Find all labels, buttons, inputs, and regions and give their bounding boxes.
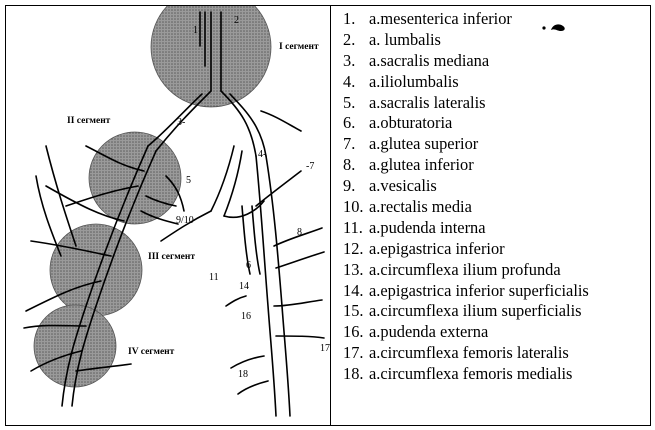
legend-item: 10.a.rectalis media <box>343 197 589 218</box>
legend-number: 14. <box>343 281 369 302</box>
label-9-10: 9/10 <box>176 215 194 226</box>
label-6: 6 <box>246 260 251 271</box>
legend-text: a.rectalis media <box>369 197 472 216</box>
segment-shading <box>34 6 271 387</box>
legend-text: a.glutea superior <box>369 134 478 153</box>
legend-item: 7.a.glutea superior <box>343 134 589 155</box>
legend-number: 16. <box>343 322 369 343</box>
legend-number: 8. <box>343 155 369 176</box>
legend-number: 5. <box>343 93 369 114</box>
segment-4-circle <box>34 305 116 387</box>
column-divider <box>330 5 331 426</box>
segment-1-label: I сегмент <box>279 42 319 52</box>
legend-text: a.circumflexa femoris lateralis <box>369 343 569 362</box>
legend-number: 18. <box>343 364 369 385</box>
ink-smudge-mark <box>541 21 569 33</box>
legend-text: a.sacralis mediana <box>369 51 489 70</box>
label-11: 11 <box>209 272 219 283</box>
legend-text: a.obturatoria <box>369 113 452 132</box>
legend-item: 4.a.iliolumbalis <box>343 72 589 93</box>
label-14: 14 <box>239 281 249 292</box>
legend-item: 6.a.obturatoria <box>343 113 589 134</box>
label-3: 3- <box>177 117 185 128</box>
legend-item: 9.a.vesicalis <box>343 176 589 197</box>
label-16: 16 <box>241 311 251 322</box>
legend-item: 16.a.pudenda externa <box>343 322 589 343</box>
legend-text: a.circumflexa ilium profunda <box>369 260 561 279</box>
legend-text: a.circumflexa ilium superficialis <box>369 301 582 320</box>
legend-item: 8.a.glutea inferior <box>343 155 589 176</box>
legend-item: 12.a.epigastrica inferior <box>343 239 589 260</box>
label-4: 4- <box>258 149 266 160</box>
legend-item: 13.a.circumflexa ilium profunda <box>343 260 589 281</box>
legend-item: 18.a.circumflexa femoris medialis <box>343 364 589 385</box>
legend-item: 2.a. lumbalis <box>343 30 589 51</box>
legend-item: 14.a.epigastrica inferior superficialis <box>343 281 589 302</box>
legend-item: 11.a.pudenda interna <box>343 218 589 239</box>
legend-text: a. lumbalis <box>369 30 441 49</box>
segment-3-circle <box>50 224 142 316</box>
label-5: 5 <box>186 175 191 186</box>
legend-text: a.mesenterica inferior <box>369 9 512 28</box>
legend-number: 1. <box>343 9 369 30</box>
label-1: 1 <box>193 25 198 36</box>
segment-3-label: III сегмент <box>148 252 195 262</box>
legend-text: a.pudenda interna <box>369 218 486 237</box>
legend-number: 2. <box>343 30 369 51</box>
legend-number: 9. <box>343 176 369 197</box>
legend-item: 5.a.sacralis lateralis <box>343 93 589 114</box>
legend-number: 13. <box>343 260 369 281</box>
legend-item: 3.a.sacralis mediana <box>343 51 589 72</box>
legend-item: 17.a.circumflexa femoris lateralis <box>343 343 589 364</box>
legend-number: 6. <box>343 113 369 134</box>
label-7: -7 <box>306 161 314 172</box>
legend-number: 12. <box>343 239 369 260</box>
legend-number: 10. <box>343 197 369 218</box>
legend-text: a.pudenda externa <box>369 322 488 341</box>
label-2: 2 <box>234 15 239 26</box>
legend-number: 7. <box>343 134 369 155</box>
legend-text: a.sacralis lateralis <box>369 93 486 112</box>
segment-2-label: II сегмент <box>67 116 111 126</box>
label-17: 17 <box>320 343 330 354</box>
legend-number: 4. <box>343 72 369 93</box>
legend-text: a.iliolumbalis <box>369 72 459 91</box>
artery-legend-list: 1.a.mesenterica inferior 2.a. lumbalis 3… <box>343 9 589 385</box>
legend-number: 3. <box>343 51 369 72</box>
legend-number: 17. <box>343 343 369 364</box>
legend-number: 15. <box>343 301 369 322</box>
legend-text: a.epigastrica inferior <box>369 239 505 258</box>
label-18: 18 <box>238 369 248 380</box>
legend-text: a.glutea inferior <box>369 155 474 174</box>
legend-text: a.circumflexa femoris medialis <box>369 364 572 383</box>
legend-text: a.epigastrica inferior superficialis <box>369 281 589 300</box>
legend-number: 11. <box>343 218 369 239</box>
label-8: 8 <box>297 227 302 238</box>
legend-text: a.vesicalis <box>369 176 437 195</box>
arterial-tree-diagram: I сегмент II сегмент III сегмент IV сегм… <box>6 6 330 425</box>
segment-4-label: IV сегмент <box>128 347 175 357</box>
legend-item: 15.a.circumflexa ilium superficialis <box>343 301 589 322</box>
